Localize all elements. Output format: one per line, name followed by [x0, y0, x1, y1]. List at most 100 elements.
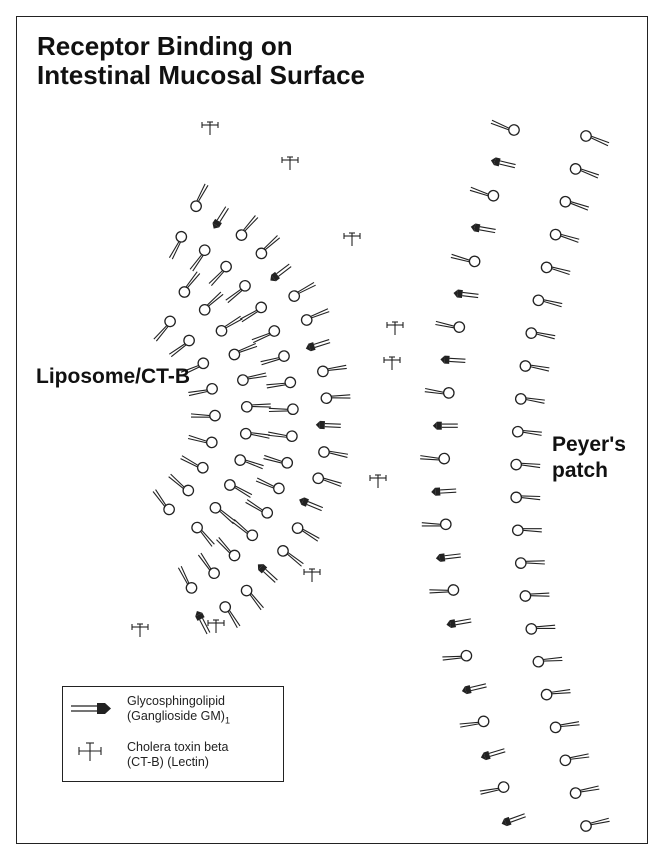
lipid	[165, 470, 197, 499]
lipid	[548, 227, 581, 247]
lipid	[243, 495, 275, 521]
glycosphingolipid	[439, 354, 467, 366]
lipid	[514, 392, 546, 408]
lipid	[434, 317, 466, 334]
lipid	[178, 451, 211, 476]
lipid	[150, 313, 179, 345]
lipid	[213, 312, 246, 339]
lipid	[186, 431, 219, 450]
ct-b-molecule	[369, 474, 387, 489]
lipid	[254, 474, 287, 496]
lipid	[194, 550, 223, 582]
lipid	[226, 339, 260, 362]
peyers-patch-label: Peyer's patch	[552, 432, 626, 484]
figure-frame	[16, 16, 648, 844]
title-line-2: Intestinal Mucosal Surface	[37, 60, 365, 90]
glycosphingolipid	[499, 810, 528, 829]
lipid	[510, 458, 542, 472]
lipid	[320, 390, 352, 405]
ct-b-molecule	[281, 156, 299, 171]
lipid	[196, 288, 227, 318]
lipid	[266, 427, 299, 443]
lipid	[258, 348, 292, 369]
lipid	[511, 524, 543, 537]
glycosphingolipid	[479, 745, 507, 763]
legend-box: Glycosphingolipid (Ganglioside GM)1 Chol…	[62, 686, 284, 782]
glycosphingolipid	[303, 336, 332, 354]
lipid	[249, 323, 282, 347]
glycosphingolipid	[460, 680, 488, 696]
ct-b-icon	[78, 742, 102, 761]
ct-b-molecule	[201, 121, 219, 136]
lipid	[419, 451, 451, 465]
lipid	[176, 268, 204, 300]
lipid	[519, 588, 551, 603]
legend-item-ct-b: Cholera toxin beta (CT-B) (Lectin)	[127, 740, 229, 769]
lipid	[578, 128, 611, 150]
lipid	[213, 534, 243, 564]
lipid	[531, 653, 564, 669]
lipid	[489, 116, 522, 138]
glycosphingolipid	[209, 204, 232, 232]
lipid	[478, 780, 511, 799]
ct-b-molecule	[383, 356, 401, 371]
lipid	[174, 563, 200, 596]
lipid	[514, 556, 546, 570]
glycosphingolipid	[254, 560, 280, 585]
lipid	[423, 384, 456, 400]
lipid	[265, 375, 297, 393]
lipid	[568, 781, 601, 801]
lipid	[233, 452, 266, 473]
glycosphingolipid	[434, 550, 462, 564]
lipid	[186, 242, 213, 274]
lipid	[458, 714, 491, 732]
lipid	[518, 359, 551, 376]
lipid	[233, 212, 262, 244]
lipid	[524, 326, 557, 344]
ct-b-molecule	[207, 619, 225, 634]
lipid	[286, 278, 319, 304]
glycosphingolipid	[432, 420, 459, 431]
lipid	[525, 620, 557, 636]
glycosphingolipid	[192, 608, 213, 636]
lipid	[311, 471, 344, 491]
lipid	[468, 183, 501, 203]
lipid	[237, 299, 270, 326]
lipid	[578, 814, 612, 834]
ct-b-molecule	[303, 568, 321, 583]
liposome-bilayer	[149, 181, 352, 636]
lipid	[510, 491, 541, 504]
lipid	[268, 403, 299, 416]
lipid	[568, 161, 601, 183]
legend-item-glycosphingolipid: Glycosphingolipid (Ganglioside GM)1	[127, 694, 230, 726]
lipid	[166, 332, 198, 361]
lipid	[428, 583, 460, 598]
glycosphingolipid	[489, 155, 517, 171]
lipid	[531, 293, 564, 311]
lipid	[165, 229, 189, 262]
glycosphingolipid	[445, 615, 473, 630]
lipid	[317, 445, 350, 462]
peyers-label-line-2: patch	[552, 459, 609, 482]
lipid	[299, 304, 332, 328]
lipid	[238, 582, 267, 613]
lipid	[205, 258, 235, 289]
lipid	[222, 277, 253, 307]
lipid	[441, 649, 473, 665]
glycosphingolipid	[430, 485, 457, 497]
lipid	[253, 232, 283, 262]
lipid	[240, 399, 272, 413]
lipid	[222, 477, 255, 502]
lipid	[275, 542, 307, 570]
glycosphingolipid	[469, 222, 497, 236]
figure-title: Receptor Binding on Intestinal Mucosal S…	[37, 32, 365, 90]
lipid	[217, 599, 244, 631]
liposome-label: Liposome/CT-B	[36, 365, 191, 388]
ct-b-molecule	[343, 232, 361, 247]
lipid	[235, 368, 269, 388]
lipid	[558, 194, 591, 215]
lipid	[539, 260, 572, 279]
ct-b-molecule	[131, 623, 149, 638]
ct-b-molecule	[386, 321, 404, 336]
glycosphingolipid	[452, 288, 480, 301]
